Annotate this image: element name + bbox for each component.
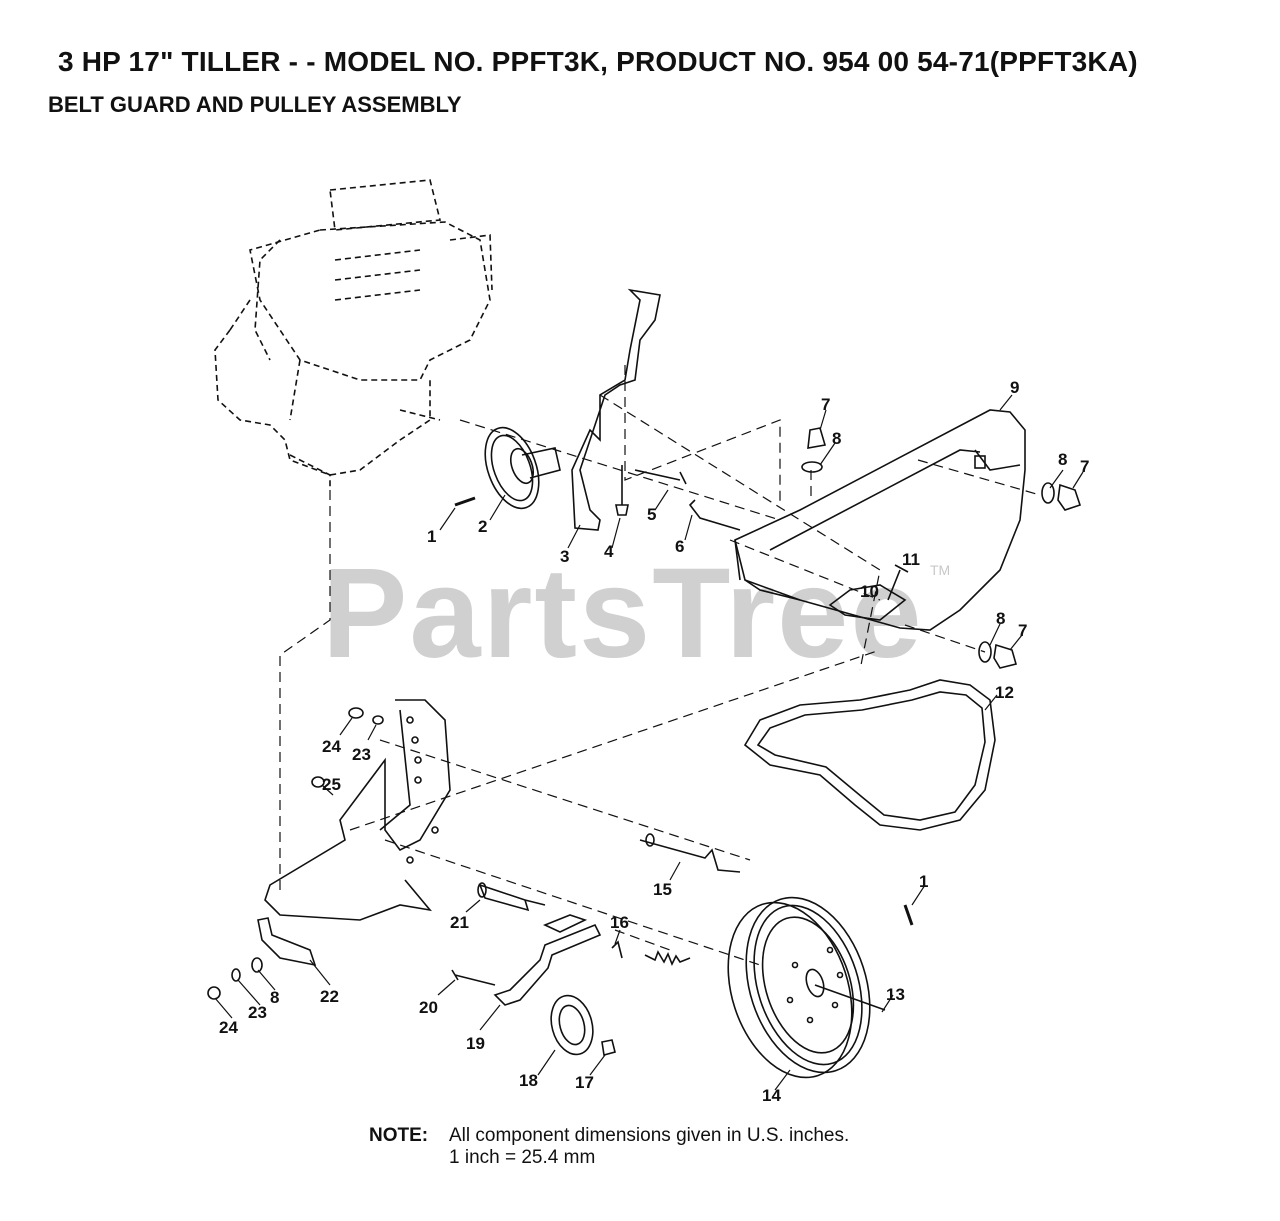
page-subtitle: BELT GUARD AND PULLEY ASSEMBLY xyxy=(48,92,462,117)
callout: 3 xyxy=(560,547,569,566)
callout: 6 xyxy=(675,537,684,556)
watermark-tm: TM xyxy=(930,562,951,578)
callout: 19 xyxy=(466,1034,485,1053)
callout: 23 xyxy=(248,1003,267,1022)
callout: 25 xyxy=(322,775,341,794)
callout: 12 xyxy=(995,683,1014,702)
setscrew xyxy=(454,496,476,507)
callout: 1 xyxy=(919,872,928,891)
idler-rod xyxy=(639,839,741,873)
large-pulley xyxy=(727,896,886,1079)
callout: 2 xyxy=(478,517,487,536)
page-title: 3 HP 17" TILLER - - MODEL NO. PPFT3K, PR… xyxy=(58,46,1138,77)
spring xyxy=(644,950,691,966)
callout: 8 xyxy=(1058,450,1067,469)
idler-arm xyxy=(493,923,602,1006)
acorn-nut xyxy=(807,427,827,449)
note-line-1: All component dimensions given in U.S. i… xyxy=(449,1125,850,1146)
callout: 14 xyxy=(762,1086,781,1105)
mounting-bracket xyxy=(264,699,451,921)
drive-belt xyxy=(743,679,996,831)
callout: 17 xyxy=(575,1073,594,1092)
watermark: PartsTree xyxy=(322,542,924,685)
callout: 7 xyxy=(1018,621,1027,640)
callout: 16 xyxy=(610,913,629,932)
bolt xyxy=(634,469,687,485)
callout: 5 xyxy=(647,505,656,524)
engine-outline xyxy=(214,179,493,490)
dimension-note: NOTE: All component dimensions given in U… xyxy=(369,1125,849,1169)
callout: 23 xyxy=(352,745,371,764)
callout: 4 xyxy=(604,542,614,561)
drive-pulley xyxy=(484,426,561,510)
callout: 11 xyxy=(902,550,920,569)
note-line-2: 1 inch = 25.4 mm xyxy=(449,1147,596,1168)
callout: 20 xyxy=(419,998,438,1017)
callout: 13 xyxy=(886,985,905,1004)
callout: 1 xyxy=(427,527,436,546)
idler-shaft xyxy=(478,883,546,912)
note-label: NOTE: xyxy=(369,1125,429,1146)
callout: 21 xyxy=(450,913,469,932)
callout: 10 xyxy=(860,582,879,601)
small-bracket xyxy=(257,917,317,967)
callout: 7 xyxy=(821,395,830,414)
callout: 8 xyxy=(832,429,841,448)
bolt-small xyxy=(615,465,629,516)
callout: 18 xyxy=(519,1071,538,1090)
guard-bracket xyxy=(571,288,661,531)
callout: 22 xyxy=(320,987,339,1006)
belt-guard xyxy=(734,409,1026,631)
callout: 24 xyxy=(322,737,341,756)
idler-pulley xyxy=(550,994,594,1056)
callout: 8 xyxy=(270,988,279,1007)
callout: 7 xyxy=(1080,457,1089,476)
rod xyxy=(688,499,741,531)
callout: 9 xyxy=(1010,378,1019,397)
callout: 8 xyxy=(996,609,1005,628)
callout: 15 xyxy=(653,880,672,899)
callout: 24 xyxy=(219,1018,238,1037)
